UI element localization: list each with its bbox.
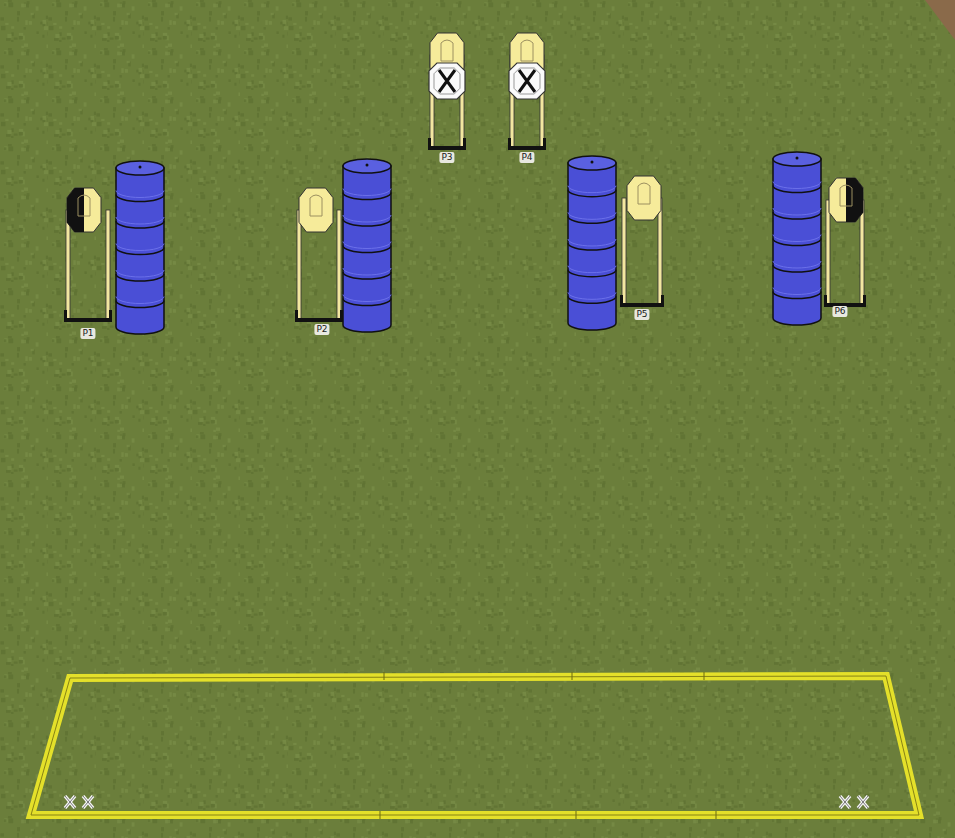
steel-target [64, 188, 112, 322]
target-number: P6 [832, 306, 847, 317]
shooting-box [31, 672, 919, 819]
barrel-stack [116, 161, 164, 334]
steel-target [295, 188, 343, 322]
start-mark [858, 796, 868, 808]
target-number: P1 [80, 328, 95, 339]
steel-target [824, 178, 866, 307]
target-number: P2 [314, 324, 329, 335]
start-mark [83, 796, 93, 808]
steel-target [508, 33, 546, 150]
start-mark [65, 796, 75, 808]
barrel-stack [343, 159, 391, 332]
steel-target [620, 176, 664, 307]
target-number: P3 [439, 152, 454, 163]
steel-target [428, 33, 466, 150]
dirt-corner [925, 0, 955, 40]
target-number: P4 [519, 152, 534, 163]
barrel-stack [568, 156, 616, 330]
barrel-stack [773, 152, 821, 325]
target-number: P5 [634, 309, 649, 320]
start-mark [840, 796, 850, 808]
